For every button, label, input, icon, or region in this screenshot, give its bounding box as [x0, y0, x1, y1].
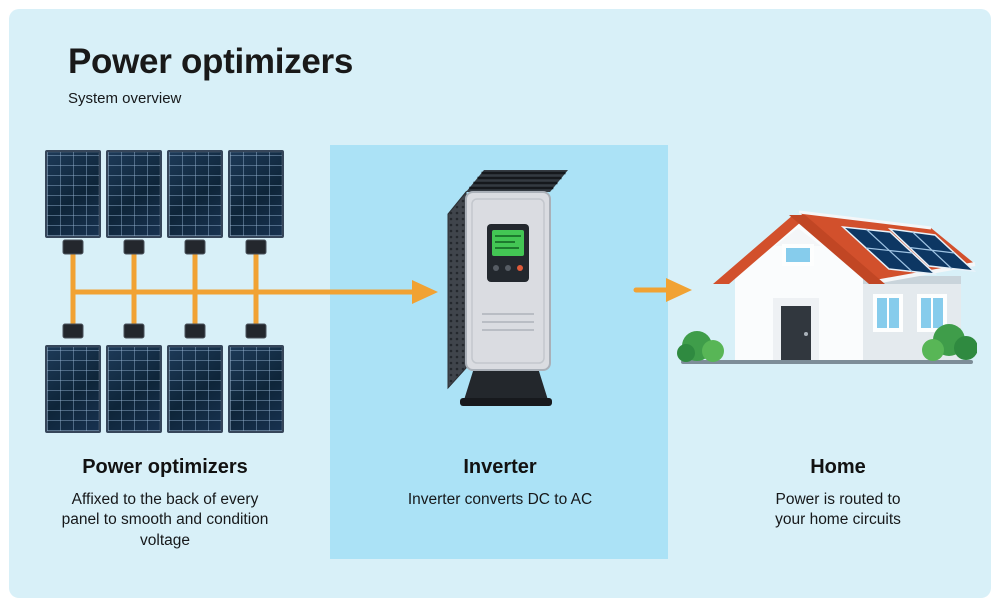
caption-desc-home: Power is routed to your home circuits: [775, 491, 901, 529]
optimizer-box: [184, 239, 206, 255]
caption-desc-power-optimizers: Affixed to the back of every panel to sm…: [61, 491, 269, 549]
bush: [677, 331, 724, 362]
inverter-base: [464, 368, 548, 400]
page-subtitle: System overview: [68, 90, 182, 107]
solar-panel: [106, 150, 162, 238]
solar-panel: [228, 345, 284, 433]
bush: [922, 324, 977, 361]
optimizer-box: [245, 239, 267, 255]
inverter-illustration: [447, 170, 568, 406]
solar-panel: [167, 150, 223, 238]
solar-panel: [45, 150, 101, 238]
gable-roof-left: [713, 215, 809, 284]
solar-array-row-top: [45, 150, 284, 238]
inverter-front-vents: [482, 313, 534, 331]
caption-power-optimizers: Power optimizers Affixed to the back of …: [15, 456, 315, 551]
optimizer-box: [184, 323, 206, 339]
optimizer-box: [245, 323, 267, 339]
rooftop-solar-panel: [887, 227, 977, 272]
optimizer-boxes: [62, 239, 267, 339]
inverter-button: [505, 265, 511, 271]
solar-panel: [228, 150, 284, 238]
inverter-button: [517, 265, 523, 271]
caption-title-home: Home: [810, 456, 866, 478]
inverter-vent-side: [447, 190, 467, 390]
inverter-top: [466, 170, 568, 192]
optimizer-box: [62, 239, 84, 255]
rooftop-solar-panel: [840, 226, 938, 275]
side-window: [873, 294, 903, 332]
front-door: [773, 298, 819, 360]
optimizer-box: [123, 323, 145, 339]
house-front-gable: [735, 220, 863, 360]
dc-flow-arrow-icon: [412, 280, 438, 304]
header: Power optimizers System overview: [68, 42, 353, 107]
solar-array-row-bottom: [45, 345, 284, 433]
solar-panel: [167, 345, 223, 433]
house-illustration: [677, 210, 977, 364]
optimizer-box: [62, 323, 84, 339]
gable-roof-right: [789, 215, 885, 284]
caption-title-power-optimizers: Power optimizers: [82, 456, 248, 478]
caption-inverter: Inverter Inverter converts DC to AC: [350, 456, 650, 510]
solar-panel: [106, 345, 162, 433]
solar-panel: [45, 345, 101, 433]
attic-window: [775, 228, 821, 266]
caption-title-inverter: Inverter: [463, 456, 537, 478]
optimizer-box: [123, 239, 145, 255]
ac-flow-arrow-icon: [666, 278, 692, 302]
caption-desc-inverter: Inverter converts DC to AC: [407, 491, 593, 508]
caption-home: Home Power is routed to your home circui…: [688, 456, 988, 531]
page-title: Power optimizers: [68, 42, 353, 81]
dc-wires: [70, 244, 669, 334]
inverter-button: [493, 265, 499, 271]
